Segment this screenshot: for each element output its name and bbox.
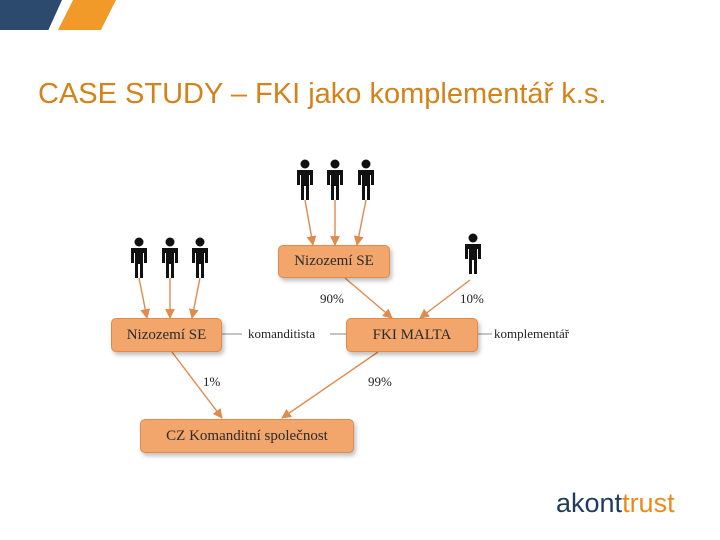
percent-label-90: 90%	[320, 291, 344, 306]
role-label-komplementar: komplementář	[494, 326, 570, 341]
arrow	[304, 199, 317, 246]
person-icon-left-3	[192, 237, 208, 278]
percent-label-10: 10%	[460, 291, 484, 306]
percent-label-99: 99%	[368, 374, 392, 389]
slide-title: CASE STUDY – FKI jako komplementář k.s.	[38, 78, 607, 110]
person-icon-right	[465, 233, 481, 274]
box-fki-malta: FKI MALTA	[346, 318, 478, 352]
box-nizozemi-se-top: Nizozemí SE	[278, 245, 390, 278]
arrow	[419, 279, 471, 319]
arrow	[281, 351, 379, 419]
person-icon-top-2	[327, 159, 343, 200]
arrow	[138, 277, 151, 319]
person-icon-left-1	[131, 237, 147, 278]
person-icon-top-1	[297, 159, 313, 200]
logo-part-trust: trust	[622, 488, 675, 518]
akonttrust-logo: akonttrust	[556, 488, 675, 519]
person-icon-top-3	[358, 159, 374, 200]
person-icon-left-2	[162, 237, 178, 278]
box-nizozemi-se-left: Nizozemí SE	[111, 318, 222, 352]
arrow	[344, 277, 393, 319]
logo-part-akont: akont	[556, 488, 623, 518]
percent-label-1: 1%	[203, 374, 221, 389]
arrow	[353, 199, 367, 246]
arrow	[188, 277, 201, 319]
arrow	[171, 351, 223, 419]
role-label-komanditista: komanditista	[248, 326, 316, 341]
box-cz-komanditni-spolecnost: CZ Komanditní společnost	[140, 419, 354, 453]
